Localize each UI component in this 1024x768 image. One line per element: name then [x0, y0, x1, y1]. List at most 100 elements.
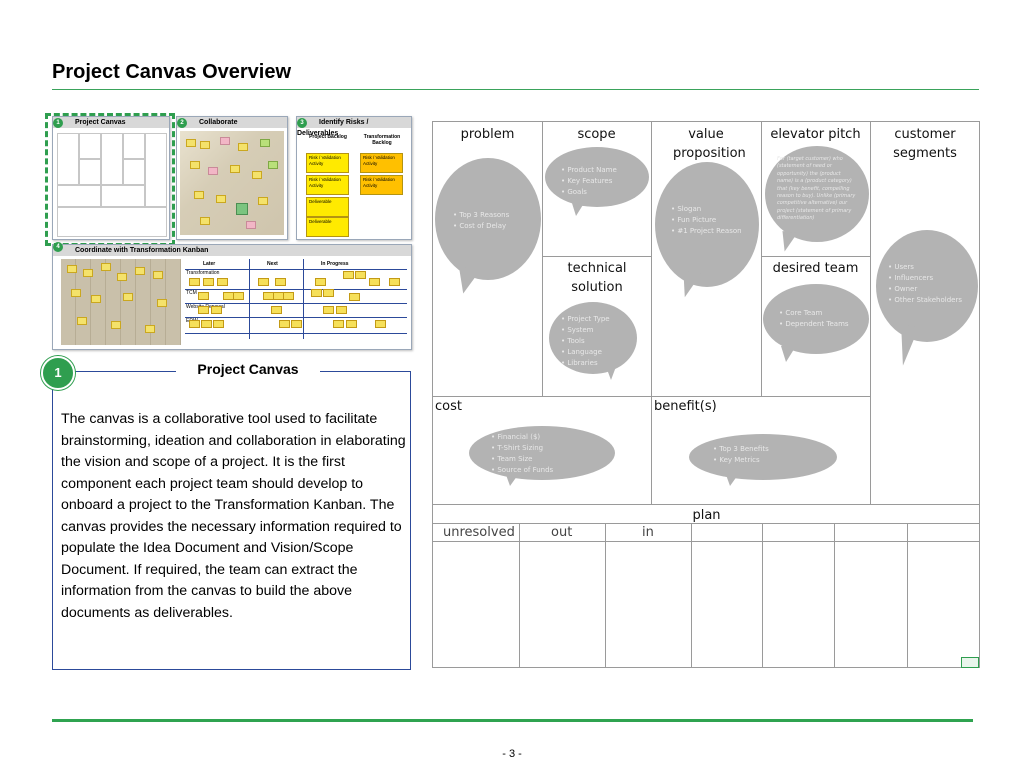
- canvas-heading-customer-segments: customer segments: [893, 127, 957, 161]
- kanban-column-later: Later: [203, 261, 216, 267]
- sticky-note: [145, 325, 155, 333]
- sticky-note: [186, 139, 196, 147]
- sticky-note: [157, 299, 167, 307]
- mini-cell: [79, 133, 101, 159]
- sticky-note: [258, 197, 268, 205]
- grid-line: [433, 504, 980, 505]
- mini-cell: [101, 185, 145, 207]
- mini-cell: [79, 159, 101, 185]
- value-proposition-item: • Slogan: [671, 205, 702, 213]
- sticky-note: [208, 167, 218, 175]
- grid-line: [542, 256, 651, 257]
- customer-segment-item: • Other Stakeholders: [888, 296, 962, 304]
- project-canvas-template: problem scope value proposition elevator…: [432, 121, 980, 668]
- kanban-card: [189, 278, 200, 286]
- title-divider: [52, 89, 979, 90]
- sticky-note: [220, 137, 230, 145]
- scope-item: • Product Name: [561, 166, 617, 174]
- deliverable-card: Deliverable: [306, 217, 349, 237]
- elevator-pitch-text: For (target customer) who (statement of …: [777, 156, 856, 222]
- selection-highlight: [45, 113, 175, 246]
- sticky-note: [83, 269, 93, 277]
- thumbnail-identify-risks[interactable]: Identify Risks / Deliverables Project Ba…: [296, 116, 412, 240]
- thumbnail-title: Collaborate: [177, 117, 287, 128]
- sticky-note: [71, 289, 81, 297]
- project-backlog-heading: Project Backlog: [309, 134, 347, 140]
- bubble-tail: [571, 200, 586, 216]
- grid-line: [433, 523, 980, 524]
- canvas-heading-elevator-pitch: elevator pitch: [770, 127, 861, 142]
- scope-item: • Goals: [561, 188, 587, 196]
- kanban-divider: [185, 289, 407, 290]
- thumbnail-kanban[interactable]: Coordinate with Transformation Kanban La…: [52, 244, 412, 350]
- sticky-note: [194, 191, 204, 199]
- grid-line: [761, 256, 870, 257]
- value-proposition-item: • #1 Project Reason: [671, 227, 742, 235]
- benefit-item: • Top 3 Benefits: [713, 445, 769, 453]
- cost-item: • Team Size: [491, 455, 533, 463]
- grid-line: [761, 122, 762, 396]
- footer-divider: [52, 719, 973, 722]
- step-badge: 2: [177, 118, 187, 128]
- speech-bubble: [435, 158, 541, 280]
- step-badge: 3: [297, 118, 307, 128]
- thumbnail-project-canvas[interactable]: Project Canvas: [52, 116, 170, 240]
- canvas-heading-value-proposition: value proposition: [673, 127, 746, 161]
- kanban-card: [213, 320, 224, 328]
- kanban-divider: [249, 259, 250, 339]
- kanban-divider: [185, 317, 407, 318]
- speech-bubble: [689, 434, 837, 480]
- bubble-tail: [455, 266, 481, 296]
- kanban-card: [375, 320, 386, 328]
- kanban-row-tcm: TCM: [186, 290, 197, 296]
- sticky-note: [101, 263, 111, 271]
- canvas-heading-benefits: benefit(s): [654, 399, 717, 414]
- plan-column-out: out: [551, 525, 573, 540]
- kanban-card: [233, 292, 244, 300]
- thumbnail-collaborate[interactable]: Collaborate: [176, 116, 288, 240]
- sticky-note: [77, 317, 87, 325]
- mini-cell: [123, 159, 145, 185]
- kanban-card: [203, 278, 214, 286]
- benefit-item: • Key Metrics: [713, 456, 760, 464]
- step-badge: 4: [53, 242, 63, 252]
- mini-cell: [145, 133, 167, 207]
- step-number-badge: 1: [41, 356, 75, 390]
- kanban-card: [275, 278, 286, 286]
- canvas-heading-technical-solution: technical solution: [567, 261, 627, 295]
- mini-cell: [123, 133, 145, 159]
- kanban-card: [198, 306, 209, 314]
- customer-segment-item: • Users: [888, 263, 914, 271]
- mini-cell: [57, 185, 101, 207]
- canvas-heading-plan: plan: [692, 508, 721, 523]
- grid-line: [834, 523, 835, 668]
- technical-solution-item: • Tools: [561, 337, 585, 345]
- kanban-card: [217, 278, 228, 286]
- bubble-tail: [896, 325, 920, 367]
- speech-bubble: [876, 230, 978, 342]
- canvas-heading-scope: scope: [577, 127, 616, 142]
- kanban-divider: [185, 269, 407, 270]
- grid-line: [542, 122, 543, 396]
- thumbnail-title: Identify Risks / Deliverables: [297, 117, 411, 137]
- kanban-card: [201, 320, 212, 328]
- info-heading: Project Canvas: [176, 360, 320, 378]
- kanban-card: [283, 292, 294, 300]
- value-proposition-item: • Fun Picture: [671, 216, 717, 224]
- customer-segment-item: • Influencers: [888, 274, 934, 282]
- cost-item: • Source of Funds: [491, 466, 554, 474]
- sticky-note: [238, 143, 248, 151]
- sticky-note: [200, 141, 210, 149]
- kanban-card: [311, 289, 322, 297]
- thumbnail-title: Coordinate with Transformation Kanban: [53, 245, 411, 256]
- plan-column-unresolved: unresolved: [443, 525, 515, 540]
- kanban-card: [336, 306, 347, 314]
- scope-item: • Key Features: [561, 177, 613, 185]
- grid-line: [691, 523, 692, 668]
- bubble-tail: [781, 346, 796, 362]
- sticky-note: [67, 265, 77, 273]
- kanban-card: [355, 271, 366, 279]
- page-title: Project Canvas Overview: [52, 61, 292, 83]
- canvas-heading-desired-team: desired team: [772, 261, 859, 276]
- risk-card: Risk / Validation Activity: [360, 175, 403, 195]
